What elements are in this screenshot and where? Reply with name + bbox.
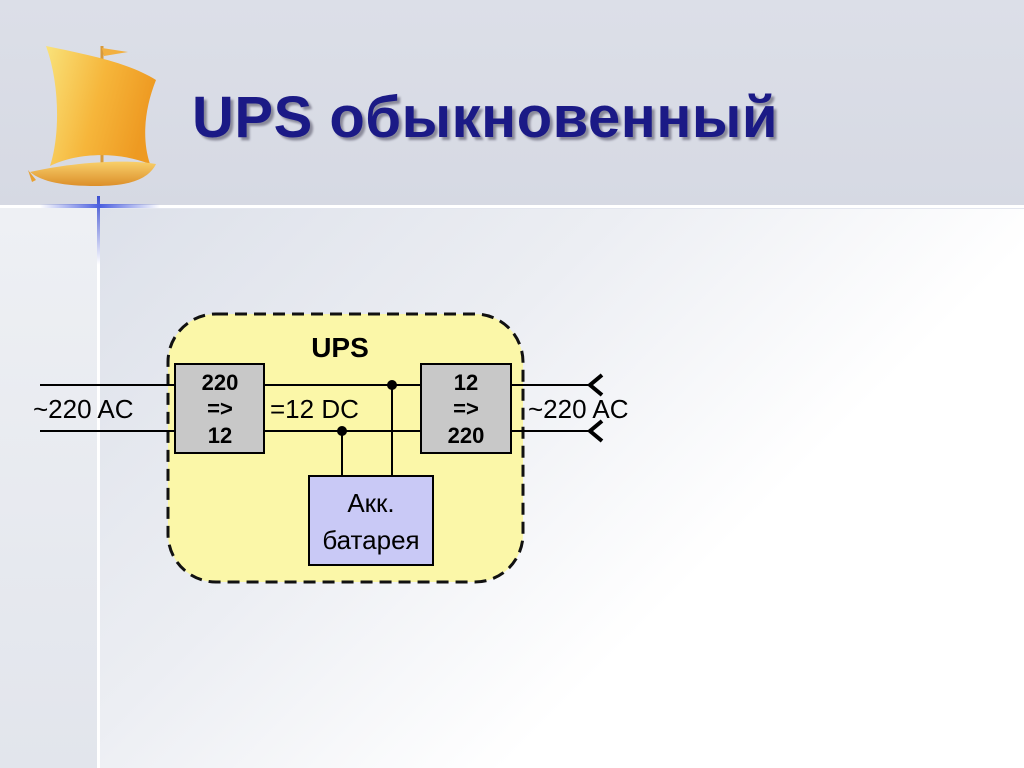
socket-top-icon — [586, 373, 604, 397]
inverter-line-3: 220 — [448, 423, 485, 448]
sailboat-logo-icon — [28, 46, 156, 186]
rectifier-block: 220 => 12 — [174, 363, 265, 454]
inverter-line-2: => — [453, 396, 479, 421]
input-label: ~220 AC — [33, 394, 133, 424]
junction-dot-top — [387, 380, 397, 390]
socket-bottom-icon — [586, 419, 604, 443]
battery-line-1: Акк. — [347, 488, 394, 518]
rectifier-line-3: 12 — [208, 423, 232, 448]
rectifier-line-2: => — [207, 396, 233, 421]
battery-block: Акк. батарея — [308, 475, 434, 566]
battery-line-2: батарея — [322, 525, 419, 555]
ups-label: UPS — [311, 332, 369, 363]
inverter-block: 12 => 220 — [420, 363, 512, 454]
left-strip — [0, 207, 98, 768]
inverter-line-1: 12 — [454, 370, 478, 395]
divider-glow — [40, 204, 160, 208]
header-band — [0, 0, 1024, 207]
junction-dot-bottom — [337, 426, 347, 436]
header-divider — [0, 205, 1024, 208]
left-divider — [97, 196, 100, 768]
output-label: ~220 AC — [528, 394, 628, 424]
slide-title: UPS обыкновенный — [192, 85, 779, 150]
dc-bus-label: =12 DC — [270, 394, 359, 424]
rectifier-line-1: 220 — [202, 370, 239, 395]
